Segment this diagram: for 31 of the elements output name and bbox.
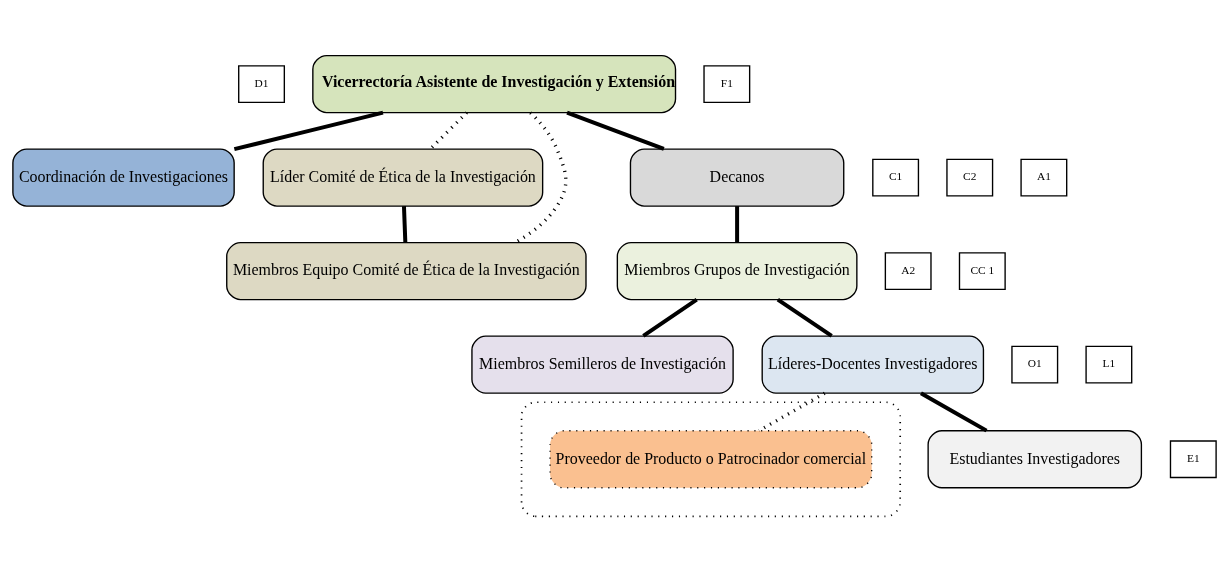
node-box: A1 bbox=[1020, 158, 1068, 197]
node-box: A2 bbox=[884, 252, 932, 291]
connector bbox=[429, 111, 468, 150]
connector bbox=[233, 110, 384, 152]
node-box: Decanos bbox=[629, 148, 845, 207]
node-box: O1 bbox=[1011, 345, 1059, 384]
node-box: Miembros Semilleros de Investigación bbox=[471, 335, 734, 394]
node-box: E1 bbox=[1169, 440, 1217, 479]
node-box: CC 1 bbox=[958, 252, 1006, 291]
node-box: Líder Comité de Ética de la Investigación bbox=[262, 148, 544, 207]
connector bbox=[401, 206, 408, 243]
node-box: Miembros Grupos de Investigación bbox=[616, 241, 858, 301]
node-box: D1 bbox=[238, 65, 285, 103]
connector bbox=[642, 297, 698, 338]
node-box: Líderes-Docentes Investigadores bbox=[761, 335, 985, 394]
connector bbox=[566, 110, 665, 151]
cluster bbox=[520, 401, 902, 518]
node-box: L1 bbox=[1085, 345, 1133, 384]
node-box: Estudiantes Investigadores bbox=[927, 430, 1143, 489]
connector bbox=[776, 297, 833, 338]
connector bbox=[920, 391, 988, 433]
node-box: C2 bbox=[946, 158, 994, 197]
connector bbox=[758, 391, 826, 433]
node-box: Miembros Equipo Comité de Ética de la Investigación bbox=[226, 241, 587, 301]
node-box: Vicerrectoría Asistente de Investigación y Extensión bbox=[312, 54, 677, 114]
node-box: Proveedor de Producto o Patrocinador comercial bbox=[549, 430, 873, 489]
node-box: F1 bbox=[703, 65, 751, 103]
node-box: C1 bbox=[872, 158, 920, 197]
connector bbox=[735, 206, 740, 243]
connector bbox=[514, 111, 568, 244]
node-box: Coordinación de Investigaciones bbox=[12, 148, 235, 207]
